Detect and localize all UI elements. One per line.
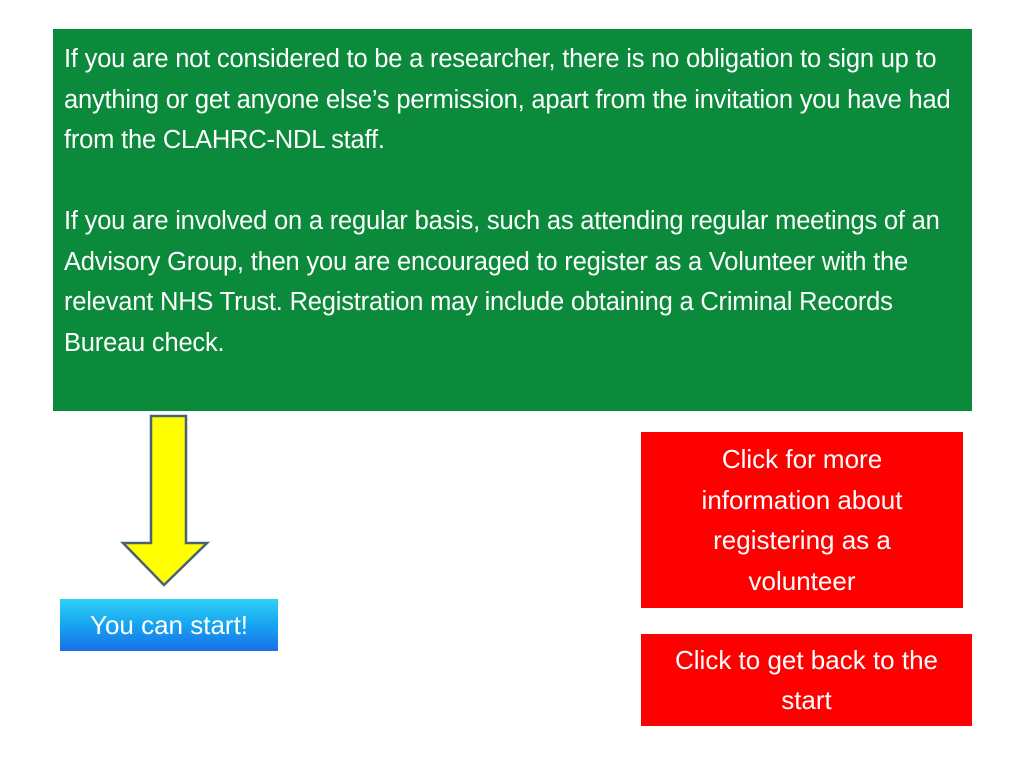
back-to-start-button[interactable]: Click to get back to the start — [641, 634, 972, 726]
paragraph-spacer — [64, 161, 962, 202]
start-button-label: You can start! — [89, 609, 249, 640]
down-arrow-icon — [120, 414, 210, 587]
info-paragraph-2: If you are involved on a regular basis, … — [64, 207, 940, 357]
back-to-start-button-label: Click to get back to the start — [674, 644, 939, 716]
more-info-button[interactable]: Click for more information about registe… — [641, 432, 963, 608]
start-button[interactable]: You can start! — [60, 599, 278, 651]
info-box: If you are not considered to be a resear… — [53, 29, 972, 411]
more-info-button-label: Click for more information about registe… — [701, 444, 903, 596]
info-paragraph-1: If you are not considered to be a resear… — [64, 45, 951, 154]
